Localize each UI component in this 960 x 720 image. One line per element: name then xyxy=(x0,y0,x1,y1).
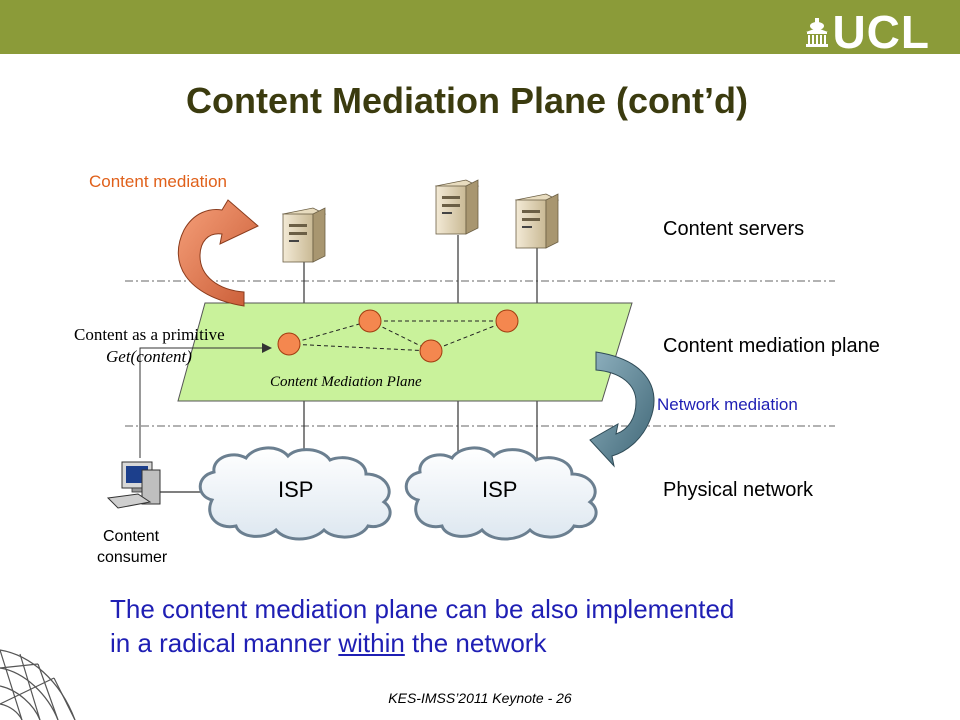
server-icon xyxy=(434,179,480,235)
mediation-node xyxy=(419,339,443,363)
computer-icon xyxy=(106,461,161,509)
mediation-node xyxy=(358,309,382,333)
mediation-node xyxy=(277,332,301,356)
caption-line-2-start: in a radical manner xyxy=(110,628,339,658)
caption-emphasis: within xyxy=(338,628,405,658)
caption-line-1: The content mediation plane can be also … xyxy=(110,594,735,624)
portico-icon xyxy=(806,18,829,47)
get-content-label: Get(content) xyxy=(106,347,192,366)
mediation-node xyxy=(495,309,519,333)
physical-network-label: Physical network xyxy=(663,479,814,501)
content-mediation-plane xyxy=(177,302,633,402)
server-icon xyxy=(514,193,560,249)
content-consumer-label-line2: consumer xyxy=(97,549,168,566)
header-bar: UCL xyxy=(0,0,960,58)
consumer-request-line xyxy=(139,347,262,458)
slide-footer: KES-IMSS’2011 Keynote - 26 xyxy=(388,690,572,706)
plane-label: Content Mediation Plane xyxy=(270,374,422,390)
content-servers-label: Content servers xyxy=(663,218,804,240)
geodesic-dome-icon xyxy=(0,649,76,720)
slide-title: Content Mediation Plane (cont’d) xyxy=(186,80,748,121)
caption-line-2-end: the network xyxy=(404,628,547,658)
network-mediation-label: Network mediation xyxy=(657,395,798,414)
logo-text: UCL xyxy=(832,6,930,58)
isp-label-right: ISP xyxy=(482,477,517,502)
content-consumer-label-line1: Content xyxy=(103,528,160,545)
caption: The content mediation plane can be also … xyxy=(110,592,910,660)
server-icon xyxy=(281,207,327,263)
network-mediation-arrow-icon xyxy=(589,351,655,468)
isp-cloud-left xyxy=(198,446,392,541)
isp-label-left: ISP xyxy=(278,477,313,502)
content-mediation-label: Content mediation xyxy=(89,172,227,191)
mesh-link-4 xyxy=(288,343,432,352)
request-arrowhead-icon xyxy=(262,343,272,353)
content-mediation-plane-label: Content mediation plane xyxy=(663,335,880,357)
content-mediation-arrow-icon xyxy=(177,199,259,307)
isp-cloud-right xyxy=(404,446,598,541)
content-as-primitive-label: Content as a primitive xyxy=(74,325,225,344)
caption-line-2: in a radical manner within the network xyxy=(110,626,910,660)
mesh-link-1 xyxy=(288,320,371,345)
ucl-logo: UCL xyxy=(804,6,930,58)
